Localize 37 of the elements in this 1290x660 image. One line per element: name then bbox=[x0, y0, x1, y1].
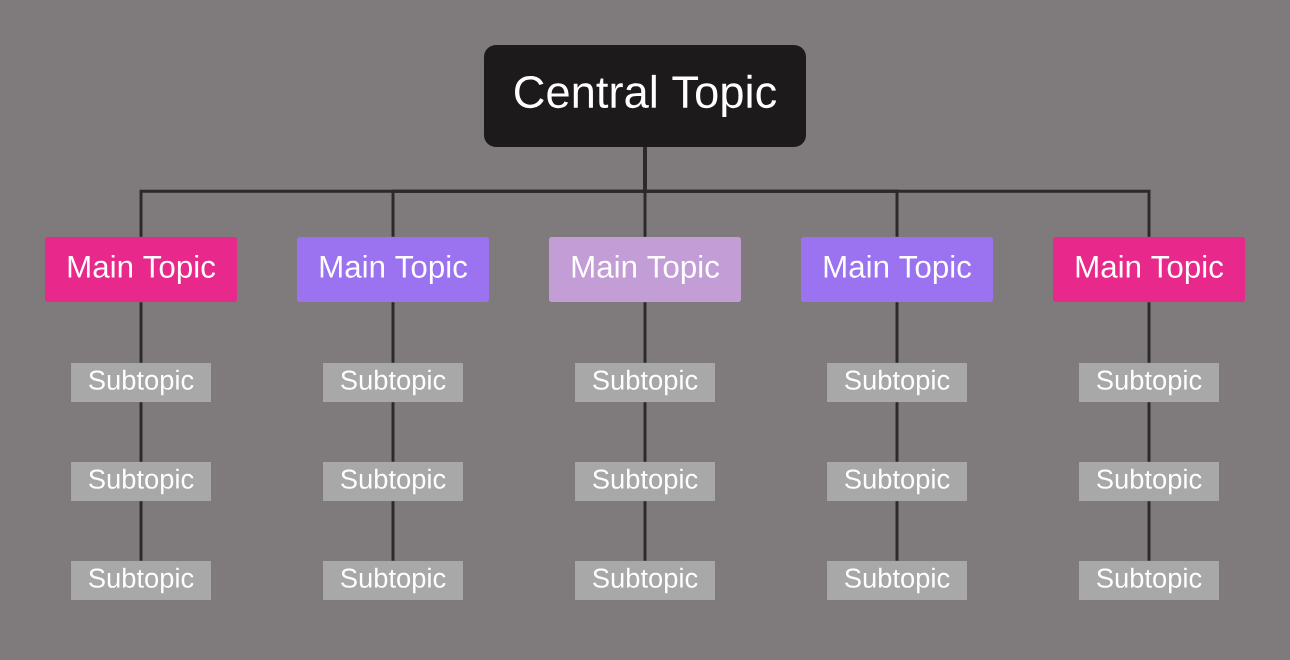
subtopic-box: Subtopic bbox=[71, 462, 211, 501]
subtopic-box: Subtopic bbox=[575, 462, 715, 501]
subtopic-box: Subtopic bbox=[71, 363, 211, 402]
connector-line bbox=[895, 302, 899, 363]
subtopic-box: Subtopic bbox=[323, 561, 463, 600]
connector-line bbox=[643, 402, 647, 462]
main-topic-box: Main Topic bbox=[45, 237, 237, 302]
main-topic-box: Main Topic bbox=[297, 237, 489, 302]
central-topic-box: Central Topic bbox=[484, 45, 806, 147]
subtopic-box: Subtopic bbox=[827, 363, 967, 402]
connector-line bbox=[643, 147, 1151, 237]
subtopic-box: Subtopic bbox=[575, 561, 715, 600]
subtopic-box: Subtopic bbox=[827, 462, 967, 501]
connector-line bbox=[139, 302, 143, 363]
subtopic-box: Subtopic bbox=[1079, 561, 1219, 600]
connector-line bbox=[643, 302, 647, 363]
connector-line bbox=[1147, 402, 1151, 462]
connector-line bbox=[895, 402, 899, 462]
subtopic-box: Subtopic bbox=[71, 561, 211, 600]
main-topic-box: Main Topic bbox=[801, 237, 993, 302]
connector-line bbox=[895, 501, 899, 561]
subtopic-box: Subtopic bbox=[323, 462, 463, 501]
connector-line bbox=[1147, 501, 1151, 561]
connector-line bbox=[643, 501, 647, 561]
subtopic-box: Subtopic bbox=[1079, 363, 1219, 402]
connector-line bbox=[391, 302, 395, 363]
connector-line bbox=[1147, 302, 1151, 363]
main-topic-box: Main Topic bbox=[549, 237, 741, 302]
subtopic-box: Subtopic bbox=[1079, 462, 1219, 501]
connector-line bbox=[139, 501, 143, 561]
main-topic-box: Main Topic bbox=[1053, 237, 1245, 302]
subtopic-box: Subtopic bbox=[575, 363, 715, 402]
subtopic-box: Subtopic bbox=[827, 561, 967, 600]
subtopic-box: Subtopic bbox=[323, 363, 463, 402]
connector-line bbox=[391, 501, 395, 561]
connector-line bbox=[391, 402, 395, 462]
connector-line bbox=[139, 402, 143, 462]
